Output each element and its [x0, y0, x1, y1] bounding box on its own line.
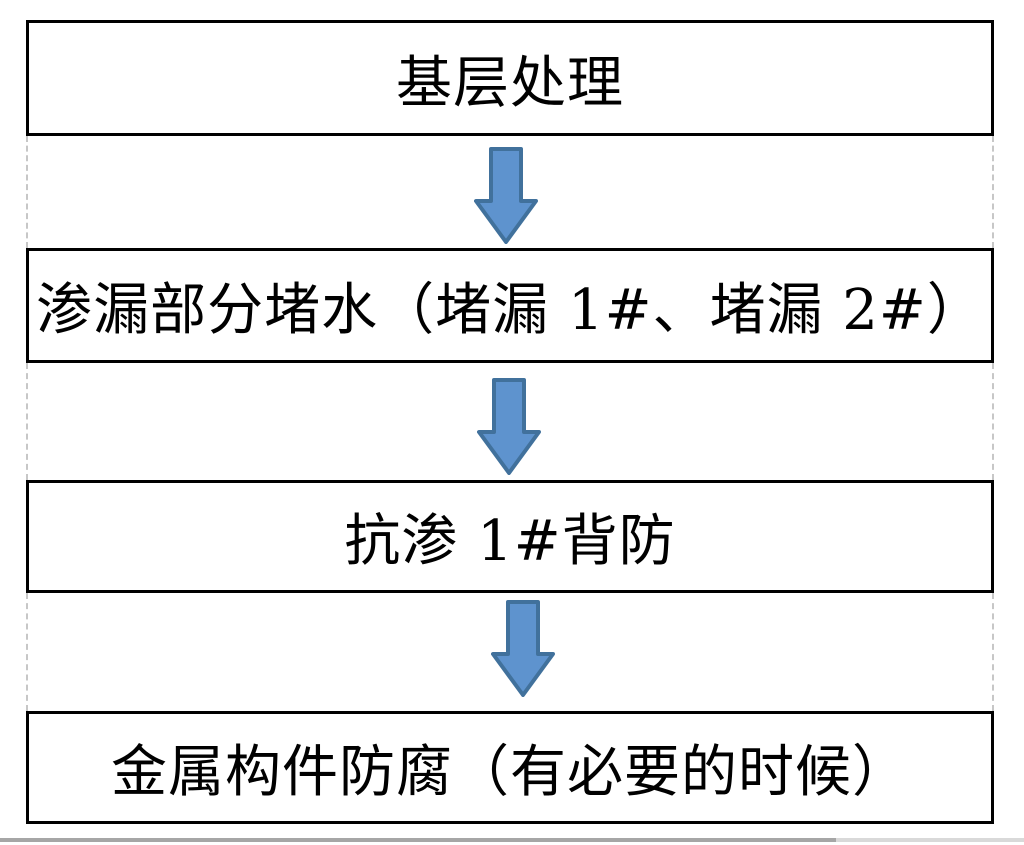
flow-step-metal-anticorrosion: 金属构件防腐（有必要的时候）: [26, 711, 994, 824]
down-arrow-outline: [491, 600, 555, 697]
down-arrow-shape: [479, 380, 539, 473]
horizontal-scrollbar-track[interactable]: [0, 838, 1024, 842]
down-arrow-icon: [477, 378, 541, 475]
down-arrow-outline: [477, 378, 541, 475]
down-arrow-shape: [476, 149, 536, 242]
horizontal-scrollbar-thumb[interactable]: [0, 838, 836, 842]
down-arrow-shape: [493, 602, 553, 695]
flow-step-label: 金属构件防腐（有必要的时候）: [111, 740, 909, 805]
flow-step-base-treatment: 基层处理: [26, 20, 994, 136]
down-arrow-icon: [474, 147, 538, 244]
down-arrow-icon: [491, 600, 555, 697]
flow-step-label: 渗漏部分堵水（堵漏 1#、堵漏 2#）: [36, 278, 984, 343]
flow-step-label: 基层处理: [396, 50, 624, 116]
flow-step-label: 抗渗 1#背防: [344, 509, 676, 574]
flow-step-antiseepage: 抗渗 1#背防: [26, 480, 994, 593]
down-arrow-outline: [474, 147, 538, 244]
flow-step-leak-plugging: 渗漏部分堵水（堵漏 1#、堵漏 2#）: [26, 248, 994, 363]
